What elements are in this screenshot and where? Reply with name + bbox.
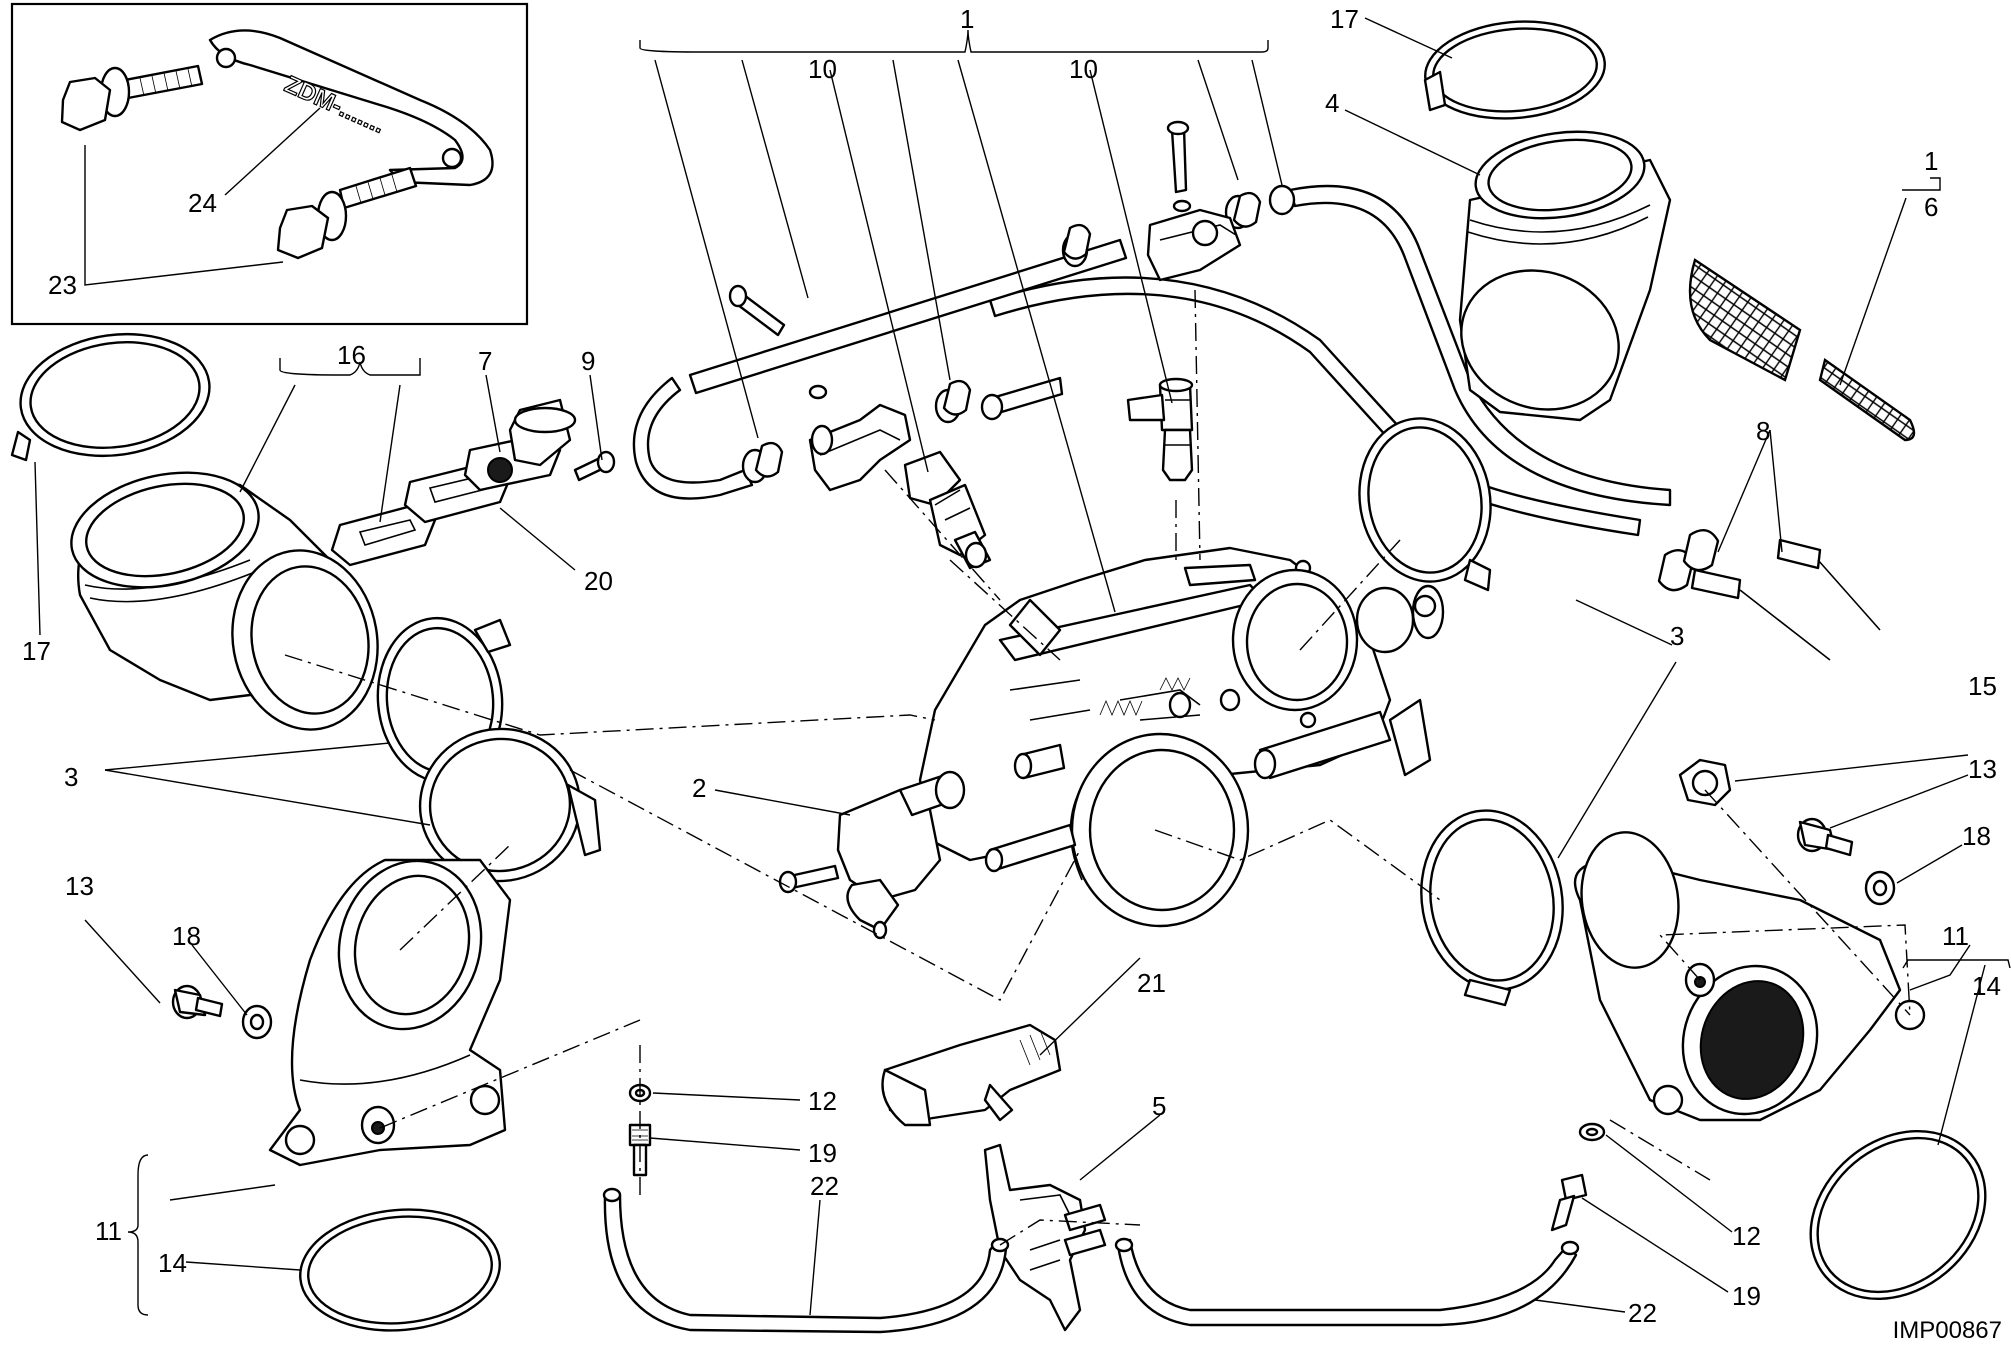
hose-22-left — [602, 1187, 1010, 1334]
callout-1-right: 1 — [1924, 146, 1938, 176]
callout-23: 23 — [48, 270, 77, 300]
bolt-13-right — [1796, 817, 1854, 857]
hose-clips — [754, 191, 1262, 478]
callout-10-left: 10 — [808, 54, 837, 84]
bracket-screw-lower — [276, 166, 418, 260]
throttle-body — [778, 546, 1445, 940]
valve-5 — [983, 1143, 1107, 1332]
hose-clamp-3-right-upper — [1358, 417, 1492, 592]
throttle-springs — [1099, 677, 1191, 717]
callout-11-right: 11 — [1942, 921, 1969, 951]
callout-12-mid: 12 — [808, 1086, 837, 1116]
leader-24 — [224, 107, 321, 196]
callout-labels: 1 10 10 17 4 1 6 24 23 16 7 9 20 17 8 3 … — [22, 4, 2001, 1328]
nut-15 — [1678, 758, 1732, 807]
hose-clamp-3-right-lower — [1420, 809, 1564, 1007]
callout-22-left: 22 — [810, 1171, 839, 1201]
manifold-left — [268, 858, 512, 1167]
bracket-screw-upper — [60, 64, 204, 132]
callout-2: 2 — [692, 773, 706, 803]
callout-3-left: 3 — [64, 762, 78, 792]
callout-12-right: 12 — [1732, 1221, 1761, 1251]
callout-4: 4 — [1325, 88, 1339, 118]
hose-22-right — [1114, 1237, 1580, 1327]
oring-14-left — [299, 1208, 501, 1332]
washer-18-left — [241, 1004, 273, 1040]
bracket-part: ZDM-....... — [208, 29, 494, 187]
callout-22-right: 22 — [1628, 1298, 1657, 1328]
callout-17-left: 17 — [22, 636, 51, 666]
callout-20: 20 — [584, 566, 613, 596]
intake-bellow-left — [70, 471, 379, 731]
hose-clamp-17-top — [1423, 20, 1606, 120]
sensor-7 — [463, 398, 616, 492]
fuel-hose-group — [632, 120, 1672, 537]
callout-6: 6 — [1924, 192, 1938, 222]
callout-19-mid: 19 — [808, 1138, 837, 1168]
inset-box: ZDM-....... — [10, 2, 529, 326]
injector-right — [1126, 377, 1194, 482]
manifold-right — [1573, 831, 1926, 1122]
callout-9: 9 — [581, 346, 595, 376]
callout-17-top: 17 — [1330, 4, 1359, 34]
callout-3-right: 3 — [1670, 621, 1684, 651]
callout-18-right: 18 — [1962, 821, 1991, 851]
intake-bellow-right — [1458, 130, 1672, 422]
fitting-19-right — [1550, 1173, 1588, 1232]
injector-left — [903, 450, 992, 570]
bolt-13-left — [171, 984, 224, 1020]
center-lines — [284, 289, 1911, 1246]
callout-24: 24 — [188, 188, 217, 218]
clips-8 — [1657, 529, 1881, 661]
callout-16: 16 — [337, 340, 366, 370]
callout-10-right: 10 — [1069, 54, 1098, 84]
callout-21: 21 — [1137, 968, 1166, 998]
sensor-21 — [881, 1023, 1062, 1127]
callout-14-right: 14 — [1972, 971, 2001, 1001]
drawing-code: IMP00867 — [1893, 1317, 2002, 1344]
hose-clamp-17-left — [10, 332, 211, 462]
leader-lines — [34, 17, 2011, 1316]
hose-clamp-3-left-lower — [418, 727, 602, 883]
callout-15: 15 — [1968, 671, 1997, 701]
callout-7: 7 — [478, 346, 492, 376]
leader-23 — [84, 145, 284, 286]
braided-hose-6 — [1688, 258, 1916, 442]
callout-13-right: 13 — [1968, 754, 1997, 784]
washer-18-right — [1864, 870, 1896, 906]
callout-8: 8 — [1756, 416, 1770, 446]
washer-12-right — [1578, 1122, 1606, 1142]
callout-5: 5 — [1152, 1091, 1166, 1121]
callout-19-right: 19 — [1732, 1281, 1761, 1311]
callout-11-left: 11 — [95, 1216, 122, 1246]
oring-14-right — [1809, 1129, 1987, 1301]
callout-13-left: 13 — [65, 871, 94, 901]
callout-1-top: 1 — [960, 4, 974, 34]
callout-14-left: 14 — [158, 1248, 187, 1278]
callout-18-left: 18 — [172, 921, 201, 951]
